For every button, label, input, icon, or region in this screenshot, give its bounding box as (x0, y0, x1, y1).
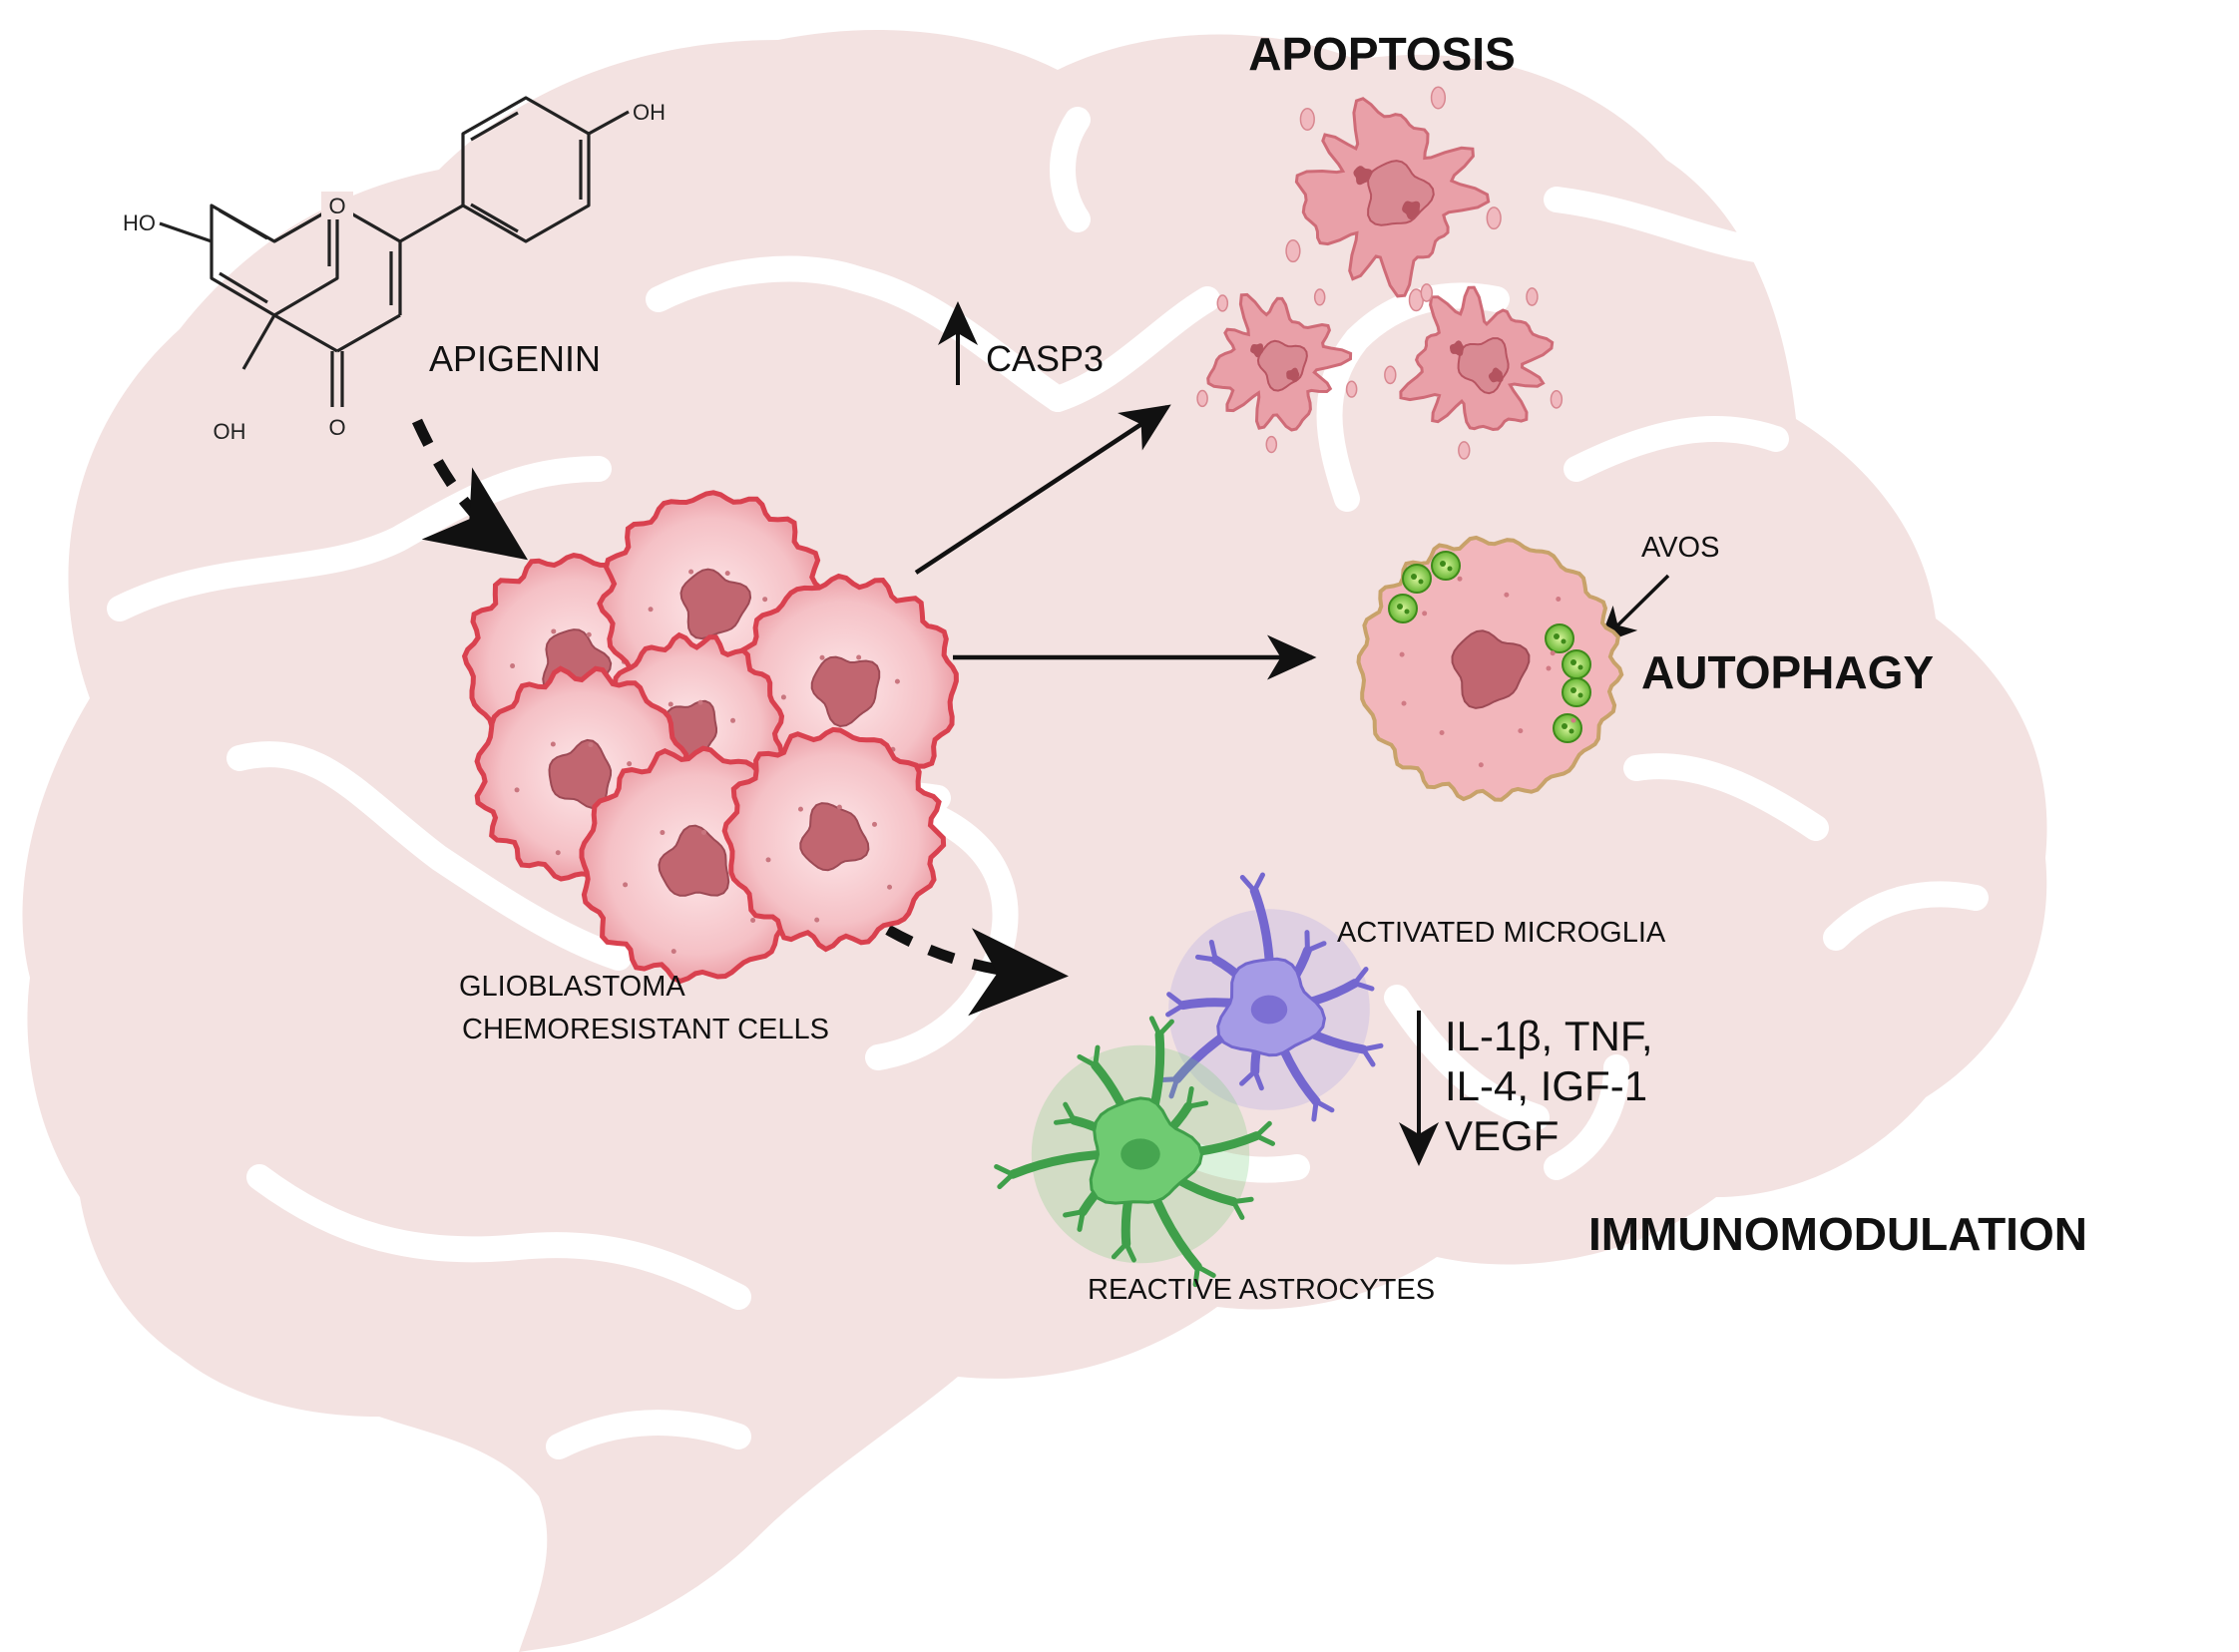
brain-sulci (107, 107, 1989, 1459)
avo-vesicle (1562, 677, 1591, 707)
apigenin-atom-labels: O O HO OH OH (123, 100, 666, 444)
casp3-label: CASP3 (986, 338, 1104, 379)
brain-silhouette (22, 30, 2047, 1652)
glioblastoma-label-line1: GLIOBLASTOMA (459, 971, 685, 1003)
apigenin-label: APIGENIN (429, 338, 601, 379)
oh-top-label: OH (633, 100, 666, 125)
arrow-to-apoptosis (914, 404, 1171, 575)
glioblastoma-label-line2: CHEMORESISTANT CELLS (462, 1014, 829, 1045)
reactive-astrocyte-cell (994, 1016, 1276, 1288)
avo-vesicle (1545, 623, 1574, 653)
immunomodulation-title: IMMUNOMODULATION (1588, 1208, 2087, 1260)
avo-vesicle (1388, 594, 1418, 623)
autophagic-cell-nucleus (1451, 629, 1531, 709)
diagram-labels: APOPTOSIS CASP3 APIGENIN AVOS AUTOPHAGY … (429, 28, 2087, 1306)
reactive-astrocytes-label: REACTIVE ASTROCYTES (1088, 1274, 1435, 1306)
apoptotic-cell (1196, 288, 1358, 454)
avo-vesicle (1402, 564, 1432, 594)
activated-microglia-label: ACTIVATED MICROGLIA (1337, 917, 1666, 949)
ring-oxygen-label: O (328, 194, 345, 218)
apoptosis-title: APOPTOSIS (1248, 28, 1516, 80)
oh-bottom-label: OH (214, 419, 246, 444)
activated-microglia-cell (1156, 872, 1384, 1122)
avos-label: AVOS (1641, 532, 1719, 564)
avo-vesicle (1431, 551, 1461, 581)
dashed-arrow-apigenin-to-cells (412, 418, 529, 561)
dashed-arrow-to-immunomodulation (885, 925, 1069, 1017)
apoptotic-cell (1285, 86, 1502, 312)
arrows (412, 301, 1670, 1166)
carbonyl-oxygen-label: O (328, 415, 345, 440)
ho-left-label: HO (123, 210, 156, 235)
autophagy-title: AUTOPHAGY (1641, 646, 1934, 698)
avo-vesicle (1553, 713, 1582, 743)
avo-vesicle (1562, 649, 1591, 679)
autophagic-cell (1356, 535, 1624, 802)
cytokines-line3: VEGF (1445, 1112, 1559, 1159)
glioblastoma-cell-cluster (461, 490, 959, 985)
glioblastoma-cell (721, 726, 947, 953)
apoptotic-cell (1384, 283, 1564, 460)
cytokines-line1: IL-1β, TNF, (1445, 1013, 1653, 1059)
cytokines-line2: IL-4, IGF-1 (1445, 1062, 1647, 1109)
apoptotic-cells (1196, 86, 1564, 460)
